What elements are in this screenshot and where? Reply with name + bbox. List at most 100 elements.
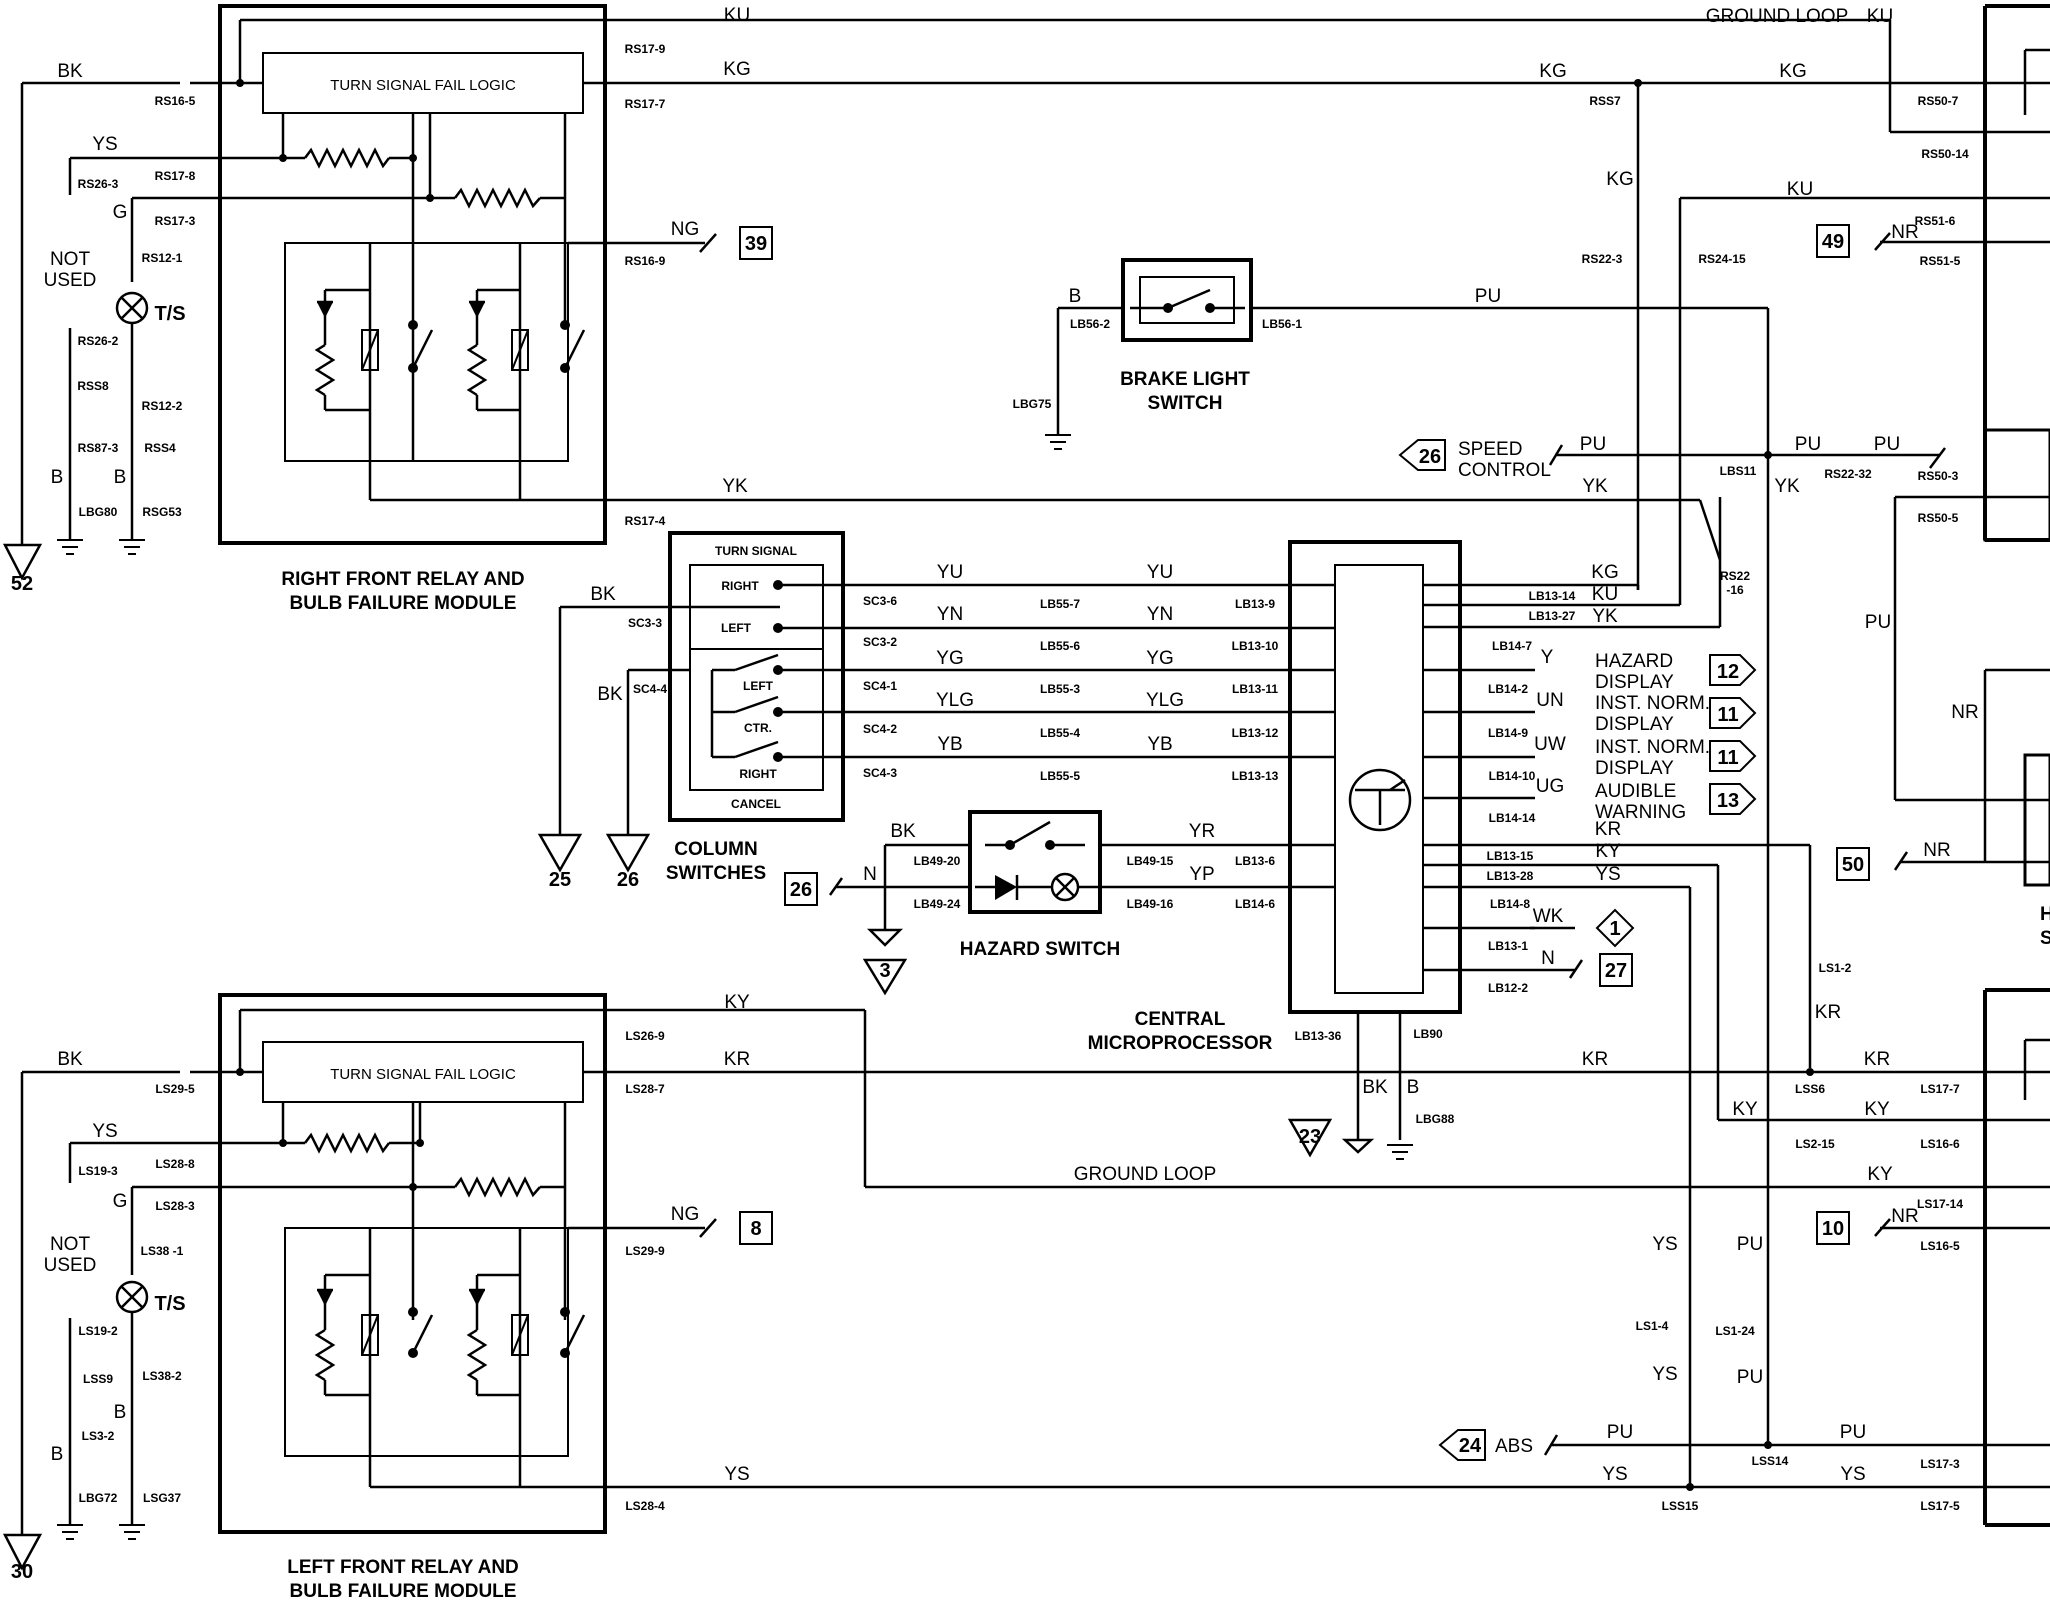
pin-lss15: LSS15	[1662, 1499, 1699, 1513]
wire-ky-lb13-15: KY	[1595, 841, 1621, 862]
col-right-label: RIGHT	[721, 579, 759, 593]
wire-ku-groundloop: KU	[1867, 6, 1893, 27]
wire-kg-lb13-14: KG	[1591, 562, 1618, 583]
pin-rs26-3: RS26-3	[78, 177, 119, 191]
wire-pu-brake: PU	[1475, 286, 1501, 307]
pin-lb14-9: LB14-9	[1488, 726, 1528, 740]
ref-13: 13	[1717, 790, 1739, 812]
right-ts-label: T/S	[154, 303, 185, 325]
wire-kr-ls28-7: KR	[724, 1049, 750, 1070]
wire-ky-ls26-9: KY	[724, 992, 750, 1013]
wire-b-lbg72: B	[51, 1444, 64, 1465]
pin-lb14-7: LB14-7	[1492, 639, 1532, 653]
pin-rs12-1: RS12-1	[142, 251, 183, 265]
pin-sc3-6: SC3-6	[863, 594, 897, 608]
pin-ls1-4: LS1-4	[1636, 1319, 1669, 1333]
wire-ku-lb13-27: KU	[1592, 584, 1618, 605]
pin-rs22-3: RS22-3	[1582, 252, 1623, 266]
right-module-title-2: BULB FAILURE MODULE	[290, 593, 517, 614]
pin-rs16-5: RS16-5	[155, 94, 196, 108]
pin-lb14-8: LB14-8	[1490, 897, 1530, 911]
right-module-title-1: RIGHT FRONT RELAY AND	[281, 569, 524, 590]
pin-sc4-4: SC4-4	[633, 682, 667, 696]
left-module-wiring: 30 BK LS29-5 YS LS19-3 LS28-8 G LS28-3 L…	[2, 988, 2050, 1583]
pin-rs50-5: RS50-5	[1918, 511, 1959, 525]
left-fail-logic-label: TURN SIGNAL FAIL LOGIC	[330, 1066, 516, 1083]
col-left2-label: LEFT	[743, 679, 774, 693]
speed-label-2: CONTROL	[1458, 460, 1551, 481]
wire-yp: YP	[1189, 864, 1214, 885]
wire-g-rs17-3: G	[113, 202, 128, 223]
pin-ls2-15: LS2-15	[1795, 1137, 1835, 1151]
wire-yk-lb14-7: YK	[1592, 606, 1618, 627]
wire-bk-lb49-20: BK	[890, 821, 916, 842]
wire-b-lbg80: B	[51, 467, 64, 488]
ref-12: 12	[1717, 661, 1739, 683]
pin-lb55-3: LB55-3	[1040, 682, 1080, 696]
hazard-switch-title: HAZARD SWITCH	[960, 939, 1120, 960]
col-ctr-label: CTR.	[744, 721, 772, 735]
wire-yk-rs17-4: YK	[722, 476, 748, 497]
ref-1: 1	[1609, 918, 1620, 940]
central-title-2: MICROPROCESSOR	[1088, 1033, 1273, 1054]
wire-pu-vert-a: PU	[1737, 1234, 1763, 1255]
pin-ls1-24: LS1-24	[1715, 1324, 1755, 1338]
wire-b-lb56: B	[1069, 286, 1082, 307]
column-title-1: COLUMN	[674, 839, 757, 860]
pin-rs51-6: RS51-6	[1915, 214, 1956, 228]
wire-ky-ls2-15-b: KY	[1864, 1099, 1890, 1120]
wire-b-rsg53: B	[114, 467, 127, 488]
wire-nr-49: NR	[1891, 222, 1918, 243]
col-cancel-label: CANCEL	[731, 797, 781, 811]
wire-b-lsg37: B	[114, 1402, 127, 1423]
pin-lb13-1: LB13-1	[1488, 939, 1528, 953]
inst-display-1a: INST. NORM.	[1595, 693, 1710, 714]
right-not-used-1: NOT	[50, 249, 91, 270]
hazard-switch: HAZARD SWITCH BK LB49-20 3 N LB49-24 26 …	[784, 810, 1290, 996]
wire-ys-lss15: YS	[1602, 1464, 1627, 1485]
pin-sc4-3: SC4-3	[863, 766, 897, 780]
wire-ys-lb13-28: YS	[1595, 864, 1620, 885]
pin-rs87-3: RS87-3	[78, 441, 119, 455]
ref-26-offpage	[1398, 439, 1446, 471]
ref-11-a: 11	[1717, 704, 1738, 726]
pin-lb13-36: LB13-36	[1295, 1029, 1342, 1043]
pin-rs17-7: RS17-7	[625, 97, 666, 111]
pin-ls28-7: LS28-7	[625, 1082, 665, 1096]
pin-rs24-15: RS24-15	[1698, 252, 1746, 266]
ground-loop-bottom: GROUND LOOP	[1074, 1164, 1217, 1185]
pin-ls38-2: LS38-2	[142, 1369, 182, 1383]
cropped-label-2: ST	[2040, 928, 2050, 949]
pin-lb13-27: LB13-27	[1529, 609, 1576, 623]
wire-bk-lb13-36: BK	[1362, 1077, 1388, 1098]
ref-3: 3	[879, 960, 890, 982]
wire-ylg-2: YLG	[1146, 690, 1184, 711]
pin-ls16-5: LS16-5	[1920, 1239, 1960, 1253]
wire-ku-top: KU	[724, 5, 750, 26]
wire-n-hazard: N	[863, 864, 877, 885]
wire-yu-1: YU	[937, 562, 963, 583]
pin-lb55-4: LB55-4	[1040, 726, 1080, 740]
wire-pu-vert-b: PU	[1737, 1367, 1763, 1388]
left-front-module: TURN SIGNAL FAIL LOGIC	[160, 993, 650, 1600]
pin-lb14-14: LB14-14	[1489, 811, 1536, 825]
right-fail-logic-label: TURN SIGNAL FAIL LOGIC	[330, 77, 516, 94]
pin-lb13-9: LB13-9	[1235, 597, 1275, 611]
pin-lb13-12: LB13-12	[1232, 726, 1279, 740]
hazard-display-2: DISPLAY	[1595, 672, 1674, 693]
pin-lb14-2: LB14-2	[1488, 682, 1528, 696]
pin-rs22-32: RS22-32	[1824, 467, 1872, 481]
audible-warning-2: WARNING	[1595, 802, 1686, 823]
pin-ls17-3: LS17-3	[1920, 1457, 1960, 1471]
pin-lb13-13: LB13-13	[1232, 769, 1279, 783]
wire-ky-ls17-14: KY	[1867, 1164, 1893, 1185]
ref-26-ground: 26	[617, 869, 639, 891]
wire-ylg-1: YLG	[936, 690, 974, 711]
wire-yr: YR	[1189, 821, 1215, 842]
pin-ls3-2: LS3-2	[82, 1429, 115, 1443]
ref-52-triangle	[2, 543, 43, 581]
ground-loop-top: GROUND LOOP	[1706, 6, 1849, 27]
wire-ys-vert-a: YS	[1652, 1234, 1677, 1255]
wire-bk-rs16: BK	[57, 61, 83, 82]
